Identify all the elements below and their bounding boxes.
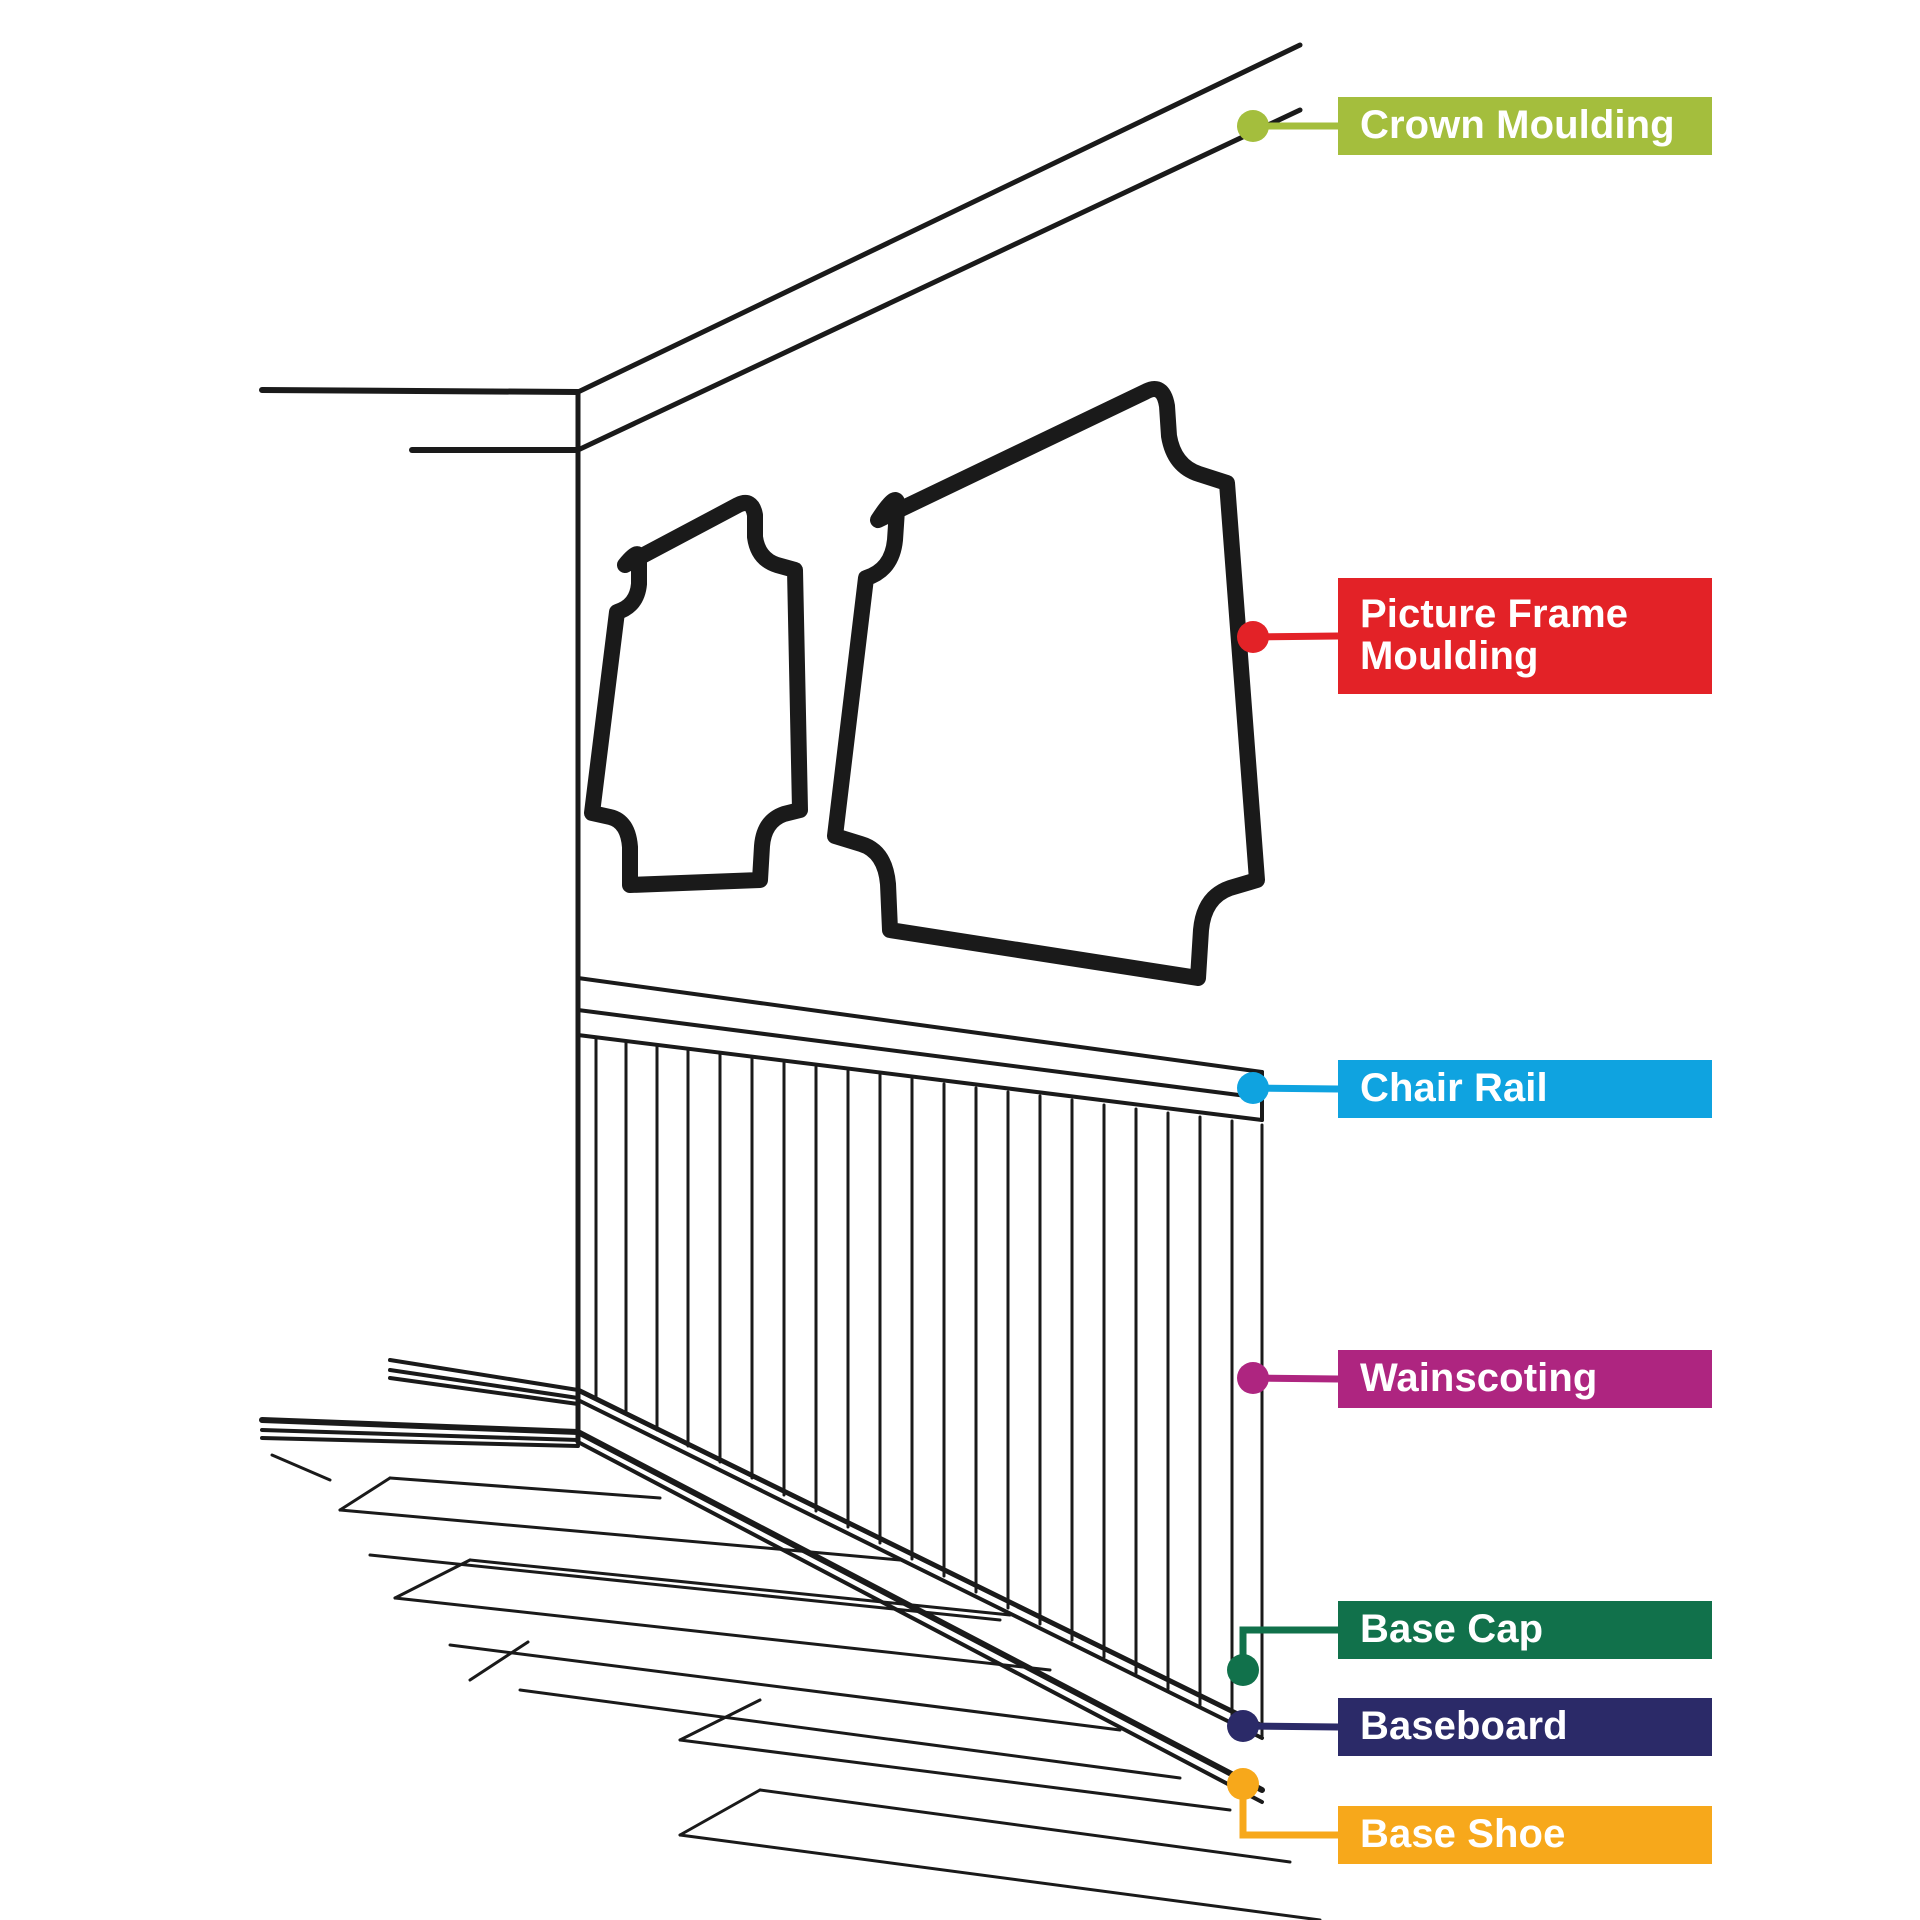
leader-base-shoe — [1227, 1768, 1338, 1839]
floor-planks — [270, 1453, 1322, 1920]
callout-leaders — [1227, 110, 1339, 1839]
picture-frame-panel-left — [584, 495, 808, 893]
leader-wainscoting — [1237, 1362, 1339, 1394]
chair-rail-band — [576, 976, 1264, 1122]
crown-moulding-band — [259, 42, 1303, 453]
leader-base-cap — [1227, 1626, 1338, 1686]
wainscoting-panel — [594, 1036, 1264, 1738]
callout-dot-crown-moulding[interactable] — [1237, 110, 1269, 142]
baseboard-assembly — [259, 1358, 1265, 1804]
callout-label-crown-moulding[interactable]: Crown Moulding — [1338, 97, 1712, 155]
callout-dot-base-cap[interactable] — [1227, 1654, 1259, 1686]
picture-frame-panel-right — [827, 381, 1265, 986]
callout-label-picture-frame-moulding[interactable]: Picture Frame Moulding — [1338, 578, 1712, 694]
callout-label-chair-rail[interactable]: Chair Rail — [1338, 1060, 1712, 1118]
leader-picture-frame-moulding — [1237, 621, 1339, 653]
callout-dot-chair-rail[interactable] — [1237, 1072, 1269, 1104]
callout-label-wainscoting[interactable]: Wainscoting — [1338, 1350, 1712, 1408]
callout-label-base-shoe[interactable]: Base Shoe — [1338, 1806, 1712, 1864]
callout-dot-wainscoting[interactable] — [1237, 1362, 1269, 1394]
callout-dot-base-shoe[interactable] — [1227, 1768, 1259, 1800]
callout-dot-baseboard[interactable] — [1227, 1710, 1259, 1742]
leader-baseboard — [1227, 1710, 1339, 1742]
callout-dot-picture-frame-moulding[interactable] — [1237, 621, 1269, 653]
callout-label-baseboard[interactable]: Baseboard — [1338, 1698, 1712, 1756]
leader-chair-rail — [1237, 1072, 1339, 1104]
leader-crown-moulding — [1237, 110, 1338, 142]
callout-label-base-cap[interactable]: Base Cap — [1338, 1601, 1712, 1659]
base-cap-line — [575, 1387, 1265, 1729]
room-geometry — [259, 42, 1322, 1920]
